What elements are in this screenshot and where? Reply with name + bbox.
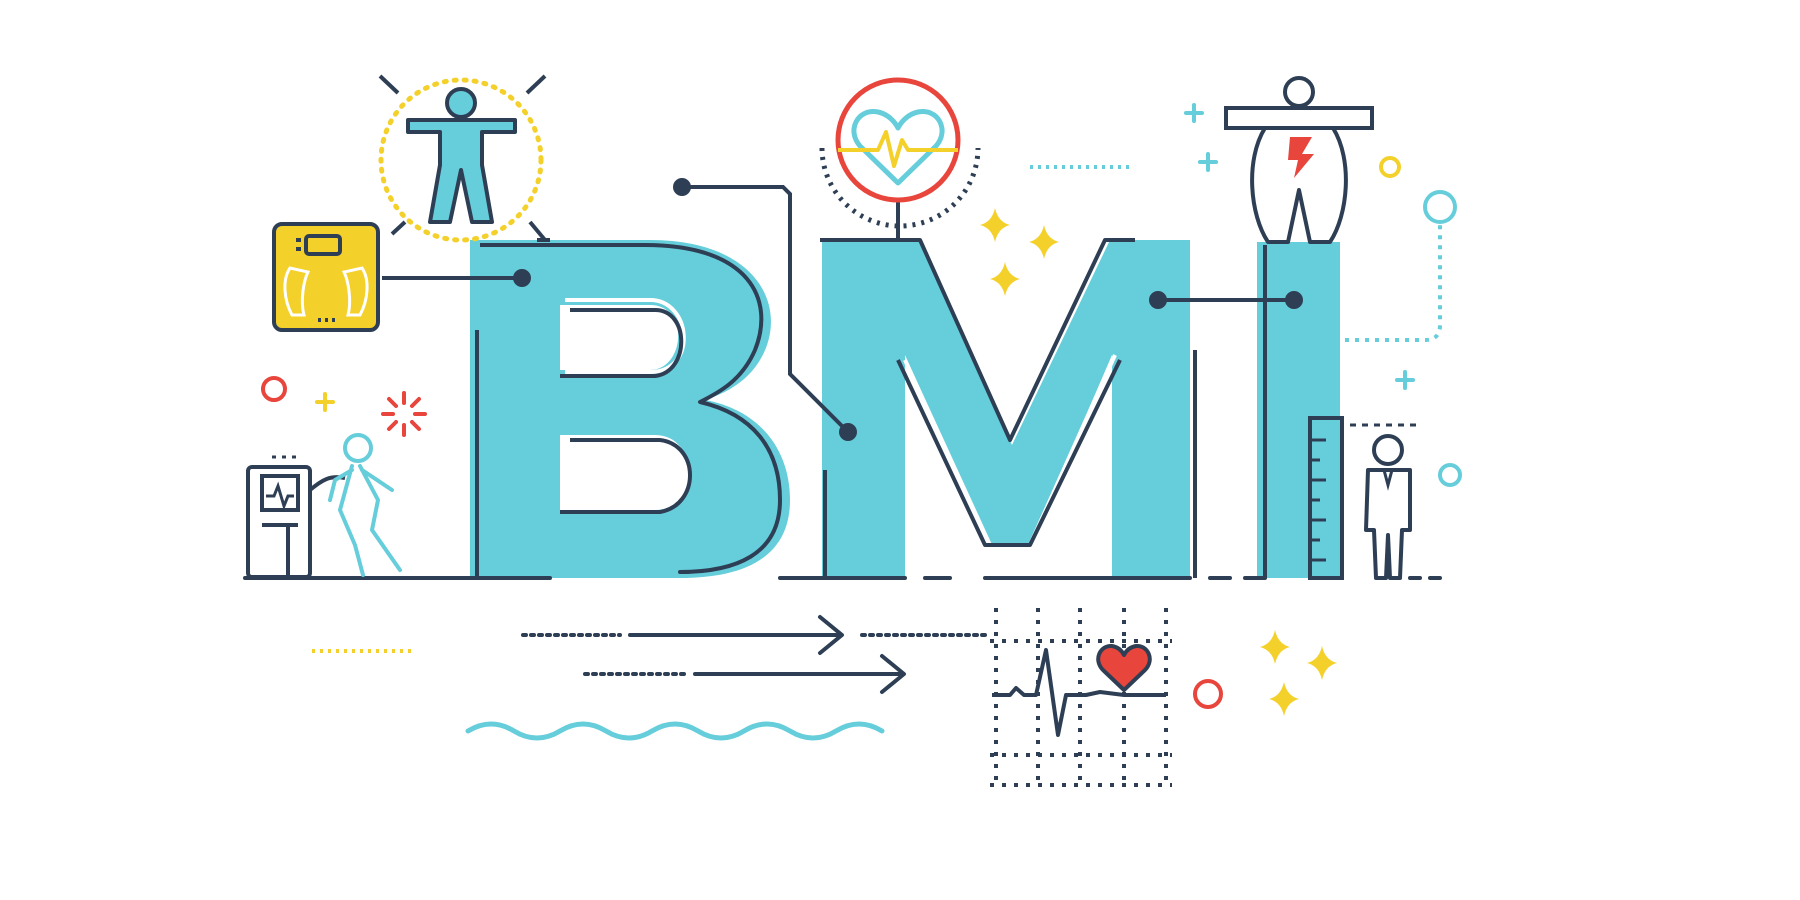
bathroom-scale-icon <box>272 222 380 332</box>
letter-m-outline <box>820 238 1135 442</box>
height-ruler-icon <box>1308 416 1416 580</box>
wave-icon <box>465 721 885 741</box>
sparkle-icon <box>980 208 1337 716</box>
letter-m-fill <box>822 240 1190 578</box>
letter-m <box>820 238 1197 578</box>
overweight-person-icon <box>1224 76 1374 244</box>
circle-icon <box>261 156 1462 709</box>
letter-b <box>470 240 790 578</box>
burst-icon <box>381 391 427 437</box>
arrow-icon <box>521 615 992 694</box>
circle-icon <box>1423 190 1457 224</box>
letter-b-white-line <box>565 298 686 374</box>
plus-icon <box>315 103 1415 412</box>
letter-b-inner-outline-bottom <box>560 438 692 514</box>
letter-b-fill <box>470 240 790 578</box>
dotted-lines <box>312 165 1130 653</box>
letter-m-outline-inner <box>896 359 1122 547</box>
ecg-heart-icon <box>990 608 1172 787</box>
heart-pulse-icon <box>819 77 981 229</box>
dashed-connector-right <box>1345 225 1442 342</box>
connectors <box>382 178 1303 441</box>
letter-b-outline <box>480 243 782 574</box>
treadmill-runner-icon <box>246 433 402 579</box>
letter-b-inner-outline-top <box>560 308 684 378</box>
body-person-icon <box>378 74 547 243</box>
